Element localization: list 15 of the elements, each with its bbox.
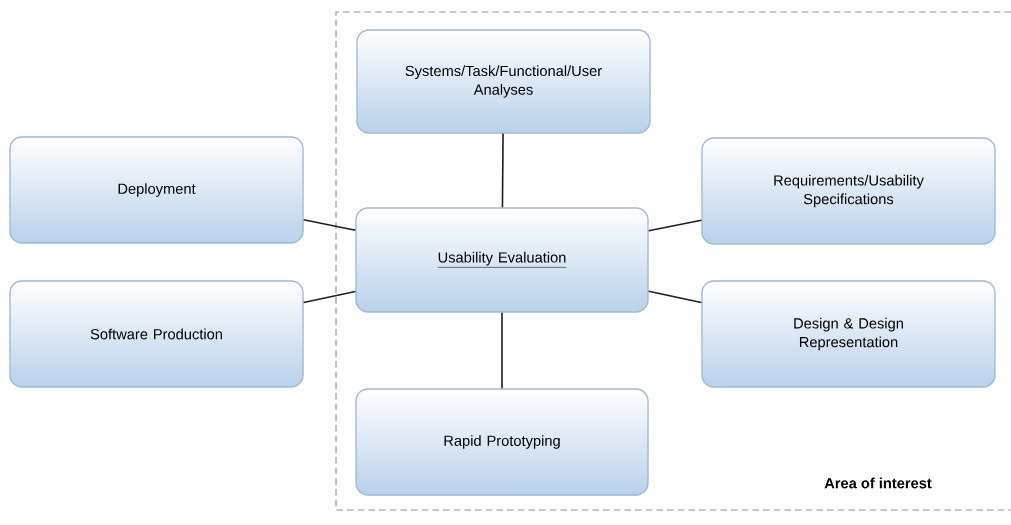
process-box: Requirements/Usability Specifications [701, 137, 996, 245]
process-box: Software Production [9, 280, 304, 388]
connector-line [501, 311, 503, 390]
region-label: Area of interest [824, 477, 932, 489]
connector-line [647, 290, 703, 304]
dashed-region [335, 11, 1011, 511]
process-box: Systems/Task/Functional/User Analyses [356, 29, 651, 134]
connector-line [647, 219, 703, 232]
connector-line [501, 132, 504, 209]
connector-line [302, 218, 357, 232]
process-box: Deployment [9, 136, 304, 244]
connector-line [302, 290, 357, 304]
process-box: Usability Evaluation [355, 207, 649, 313]
process-box: Design & Design Representation [701, 280, 996, 388]
process-box: Rapid Prototyping [355, 388, 649, 496]
